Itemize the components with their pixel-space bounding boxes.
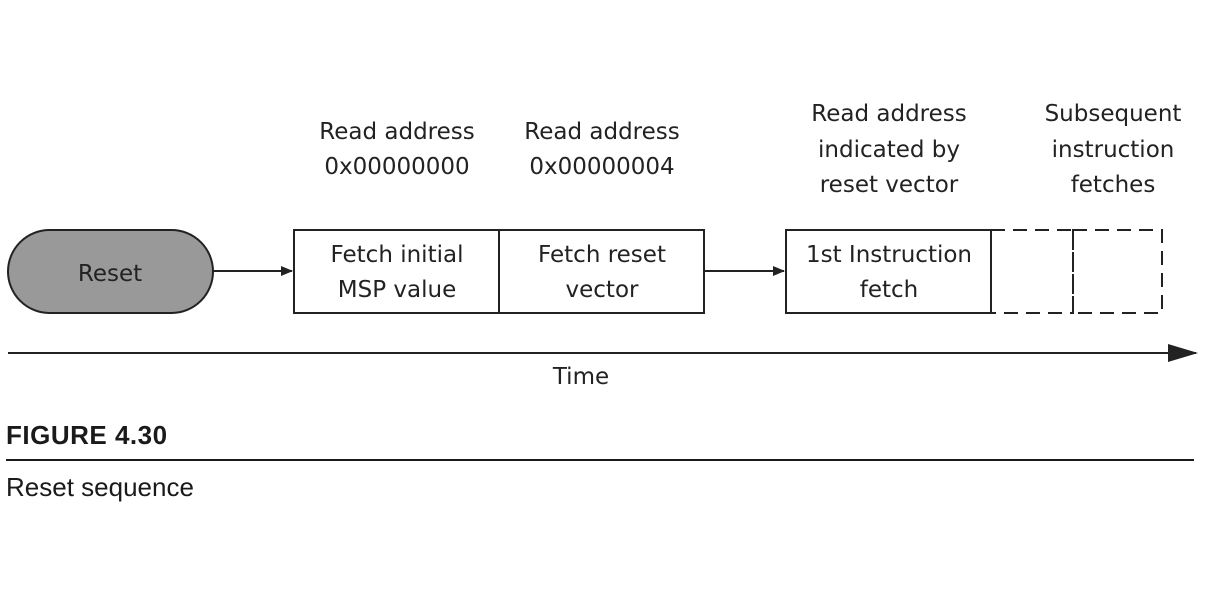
box-fetch-vector-line-2: vector bbox=[566, 277, 639, 303]
box-fetch-vector-shape bbox=[498, 229, 705, 314]
annotation-vector-line-1: Read address bbox=[524, 119, 679, 145]
annotation-vector: Read address 0x00000004 bbox=[524, 119, 679, 180]
box-fetch-msp-line-2: MSP value bbox=[338, 277, 456, 303]
box-fetch-vector-line-1: Fetch reset bbox=[538, 242, 666, 268]
annotation-msp-line-1: Read address bbox=[319, 119, 474, 145]
annotation-subsequent-line-2: instruction bbox=[1052, 137, 1175, 163]
box-fetch-msp: Fetch initial MSP value bbox=[293, 229, 500, 314]
annotation-vector-line-2: 0x00000004 bbox=[529, 154, 674, 180]
annotation-first-fetch: Read address indicated by reset vector bbox=[811, 101, 966, 198]
reset-terminal: Reset bbox=[7, 229, 214, 314]
annotation-first-fetch-line-3: reset vector bbox=[820, 172, 959, 198]
box-fetch-msp-shape bbox=[293, 229, 500, 314]
figure-label: FIGURE 4.30 bbox=[6, 420, 168, 450]
subsequent-fetch-boxes bbox=[990, 229, 1163, 314]
subsequent-fetch-box-2 bbox=[1072, 229, 1163, 314]
subsequent-fetch-box-1 bbox=[990, 229, 1074, 314]
annotation-msp-line-2: 0x00000000 bbox=[324, 154, 469, 180]
annotation-first-fetch-line-1: Read address bbox=[811, 101, 966, 127]
box-first-fetch-line-1: 1st Instruction bbox=[806, 242, 972, 268]
time-axis-label: Time bbox=[552, 364, 609, 390]
reset-terminal-label: Reset bbox=[78, 261, 142, 287]
box-first-fetch-line-2: fetch bbox=[860, 277, 919, 303]
box-first-fetch: 1st Instruction fetch bbox=[785, 229, 992, 314]
annotation-msp: Read address 0x00000000 bbox=[319, 119, 474, 180]
annotation-subsequent-line-1: Subsequent bbox=[1045, 101, 1182, 127]
annotation-subsequent: Subsequent instruction fetches bbox=[1045, 101, 1182, 198]
figure-caption: Reset sequence bbox=[6, 472, 194, 502]
box-fetch-vector: Fetch reset vector bbox=[498, 229, 705, 314]
annotation-subsequent-line-3: fetches bbox=[1071, 172, 1156, 198]
annotation-first-fetch-line-2: indicated by bbox=[818, 137, 960, 163]
caption-divider bbox=[6, 459, 1194, 461]
box-fetch-msp-line-1: Fetch initial bbox=[331, 242, 464, 268]
box-first-fetch-shape bbox=[785, 229, 992, 314]
reset-sequence-diagram: Reset Fetch initial MSP value Fetch rese… bbox=[7, 101, 1198, 390]
